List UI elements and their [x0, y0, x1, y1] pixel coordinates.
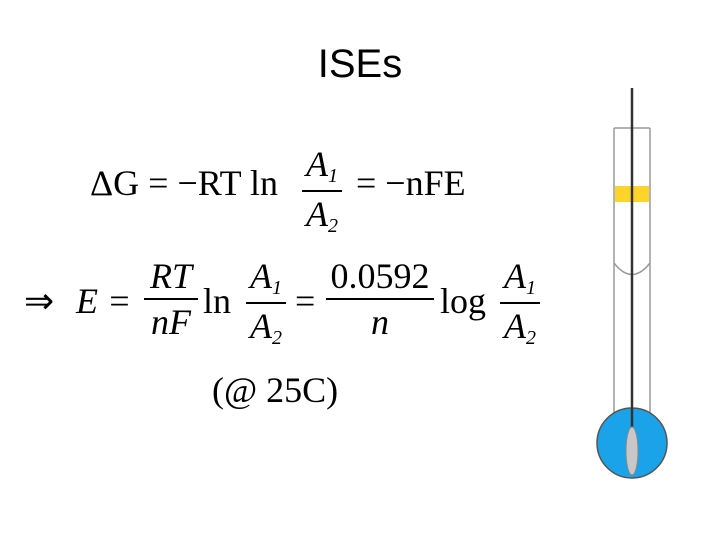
eq1-fraction: A1 A2 — [302, 146, 342, 236]
implies-symbol: ⇒ — [24, 281, 55, 321]
eq2-fraction-activity-log: A1 A2 — [500, 258, 540, 348]
eq2-fraction-rt-nf: RT nF — [144, 258, 198, 340]
eq2-fraction-activity: A1 A2 — [246, 258, 286, 348]
eq1-lhs: ΔG = −RT ln — [90, 163, 278, 203]
log-operator: log — [440, 281, 487, 321]
temperature-condition: (@ 25C) — [212, 370, 339, 410]
fraction-bar — [302, 190, 342, 192]
ln-operator: ln — [203, 281, 232, 321]
slide-title: ISEs — [317, 42, 403, 86]
reference-element — [625, 426, 639, 476]
fraction-bar — [500, 302, 540, 304]
fraction-bar — [246, 302, 286, 304]
eq2-fraction-constant: 0.0592 n — [326, 258, 434, 340]
fraction-bar — [144, 298, 198, 300]
equals-sign: = — [295, 281, 316, 321]
eq2-lhs: E = — [76, 281, 132, 321]
fraction-bar — [326, 298, 434, 300]
eq1-rhs: = −nFE — [356, 163, 466, 203]
ion-selective-electrode-illustration — [596, 88, 668, 479]
